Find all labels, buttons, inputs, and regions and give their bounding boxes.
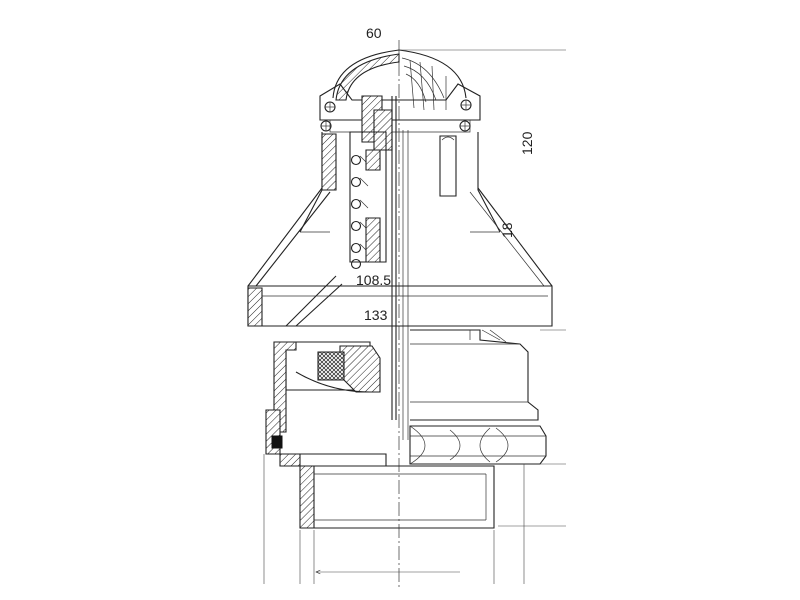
- dimension-inner-diameter: 108.5: [356, 272, 391, 288]
- bolt-right: [459, 99, 472, 132]
- dimension-top-width: 60: [366, 25, 382, 41]
- dimension-outer-diameter: 133: [364, 307, 388, 323]
- dome-cap: [319, 49, 481, 133]
- bolt-left: [320, 101, 336, 132]
- hood-cone: [247, 187, 553, 327]
- base-fitting: [265, 409, 495, 529]
- dimension-lines: [263, 49, 566, 584]
- upper-body: [299, 95, 501, 440]
- seal-ring: [271, 435, 283, 449]
- dimension-cone-depth: 18: [499, 222, 515, 238]
- hex-nut: [409, 425, 547, 465]
- dimension-upper-height: 120: [519, 131, 535, 155]
- lower-housing: [273, 275, 539, 433]
